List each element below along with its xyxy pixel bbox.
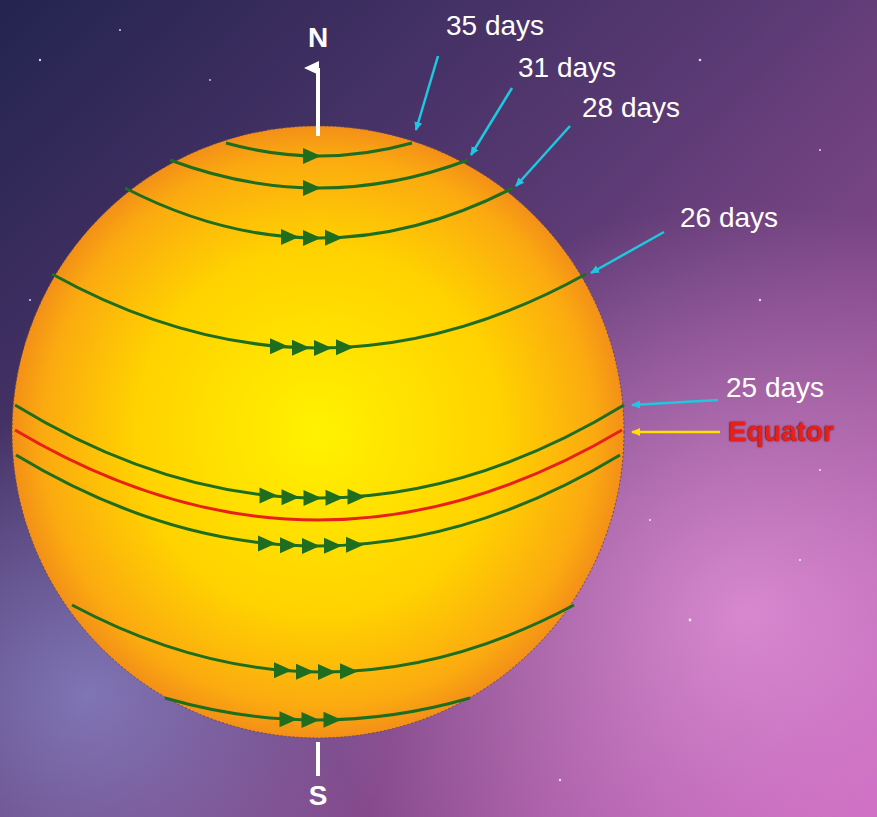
rotation-arrow bbox=[324, 538, 342, 554]
rotation-arrow bbox=[324, 712, 342, 728]
rotation-arrow bbox=[302, 712, 320, 728]
rotation-arrow bbox=[326, 490, 344, 506]
rotation-arrow bbox=[274, 662, 292, 678]
period-label: 28 days bbox=[582, 94, 680, 122]
latitude-line bbox=[125, 188, 513, 238]
latitude-line bbox=[16, 455, 620, 546]
pole-label: S bbox=[309, 782, 328, 810]
latitude-line bbox=[15, 405, 624, 498]
period-label: 25 days bbox=[726, 374, 824, 402]
pole-label: N bbox=[308, 24, 328, 52]
rotation-arrow bbox=[336, 339, 354, 355]
rotation-arrow bbox=[282, 489, 300, 505]
latitude-line bbox=[72, 605, 574, 672]
equator-label: Equator bbox=[728, 418, 834, 446]
rotation-arrow bbox=[258, 535, 276, 551]
rotation-arrow bbox=[304, 490, 322, 506]
rotation-arrow bbox=[260, 487, 278, 503]
period-label: 35 days bbox=[446, 12, 544, 40]
rotation-arrow bbox=[303, 230, 321, 246]
latitude-line bbox=[226, 143, 412, 156]
rotation-arrow bbox=[303, 180, 321, 196]
rotation-arrow bbox=[325, 230, 343, 246]
rotation-arrow bbox=[270, 338, 288, 354]
rotation-arrow bbox=[280, 711, 298, 727]
latitude-line bbox=[165, 698, 470, 720]
period-label: 31 days bbox=[518, 54, 616, 82]
rotation-arrow bbox=[348, 489, 366, 505]
rotation-arrow bbox=[340, 663, 358, 679]
rotation-arrow bbox=[281, 229, 299, 245]
rotation-arrow bbox=[280, 537, 298, 553]
rotation-arrow bbox=[314, 340, 332, 356]
latitude-line bbox=[52, 274, 586, 348]
rotation-arrow bbox=[302, 538, 320, 554]
rotation-arrow bbox=[318, 664, 336, 680]
rotation-arrow bbox=[303, 148, 321, 164]
rotation-arrow bbox=[346, 537, 364, 553]
latitude-line bbox=[170, 160, 468, 188]
rotation-arrow bbox=[292, 340, 310, 356]
period-label: 26 days bbox=[680, 204, 778, 232]
rotation-arrow bbox=[296, 664, 314, 680]
